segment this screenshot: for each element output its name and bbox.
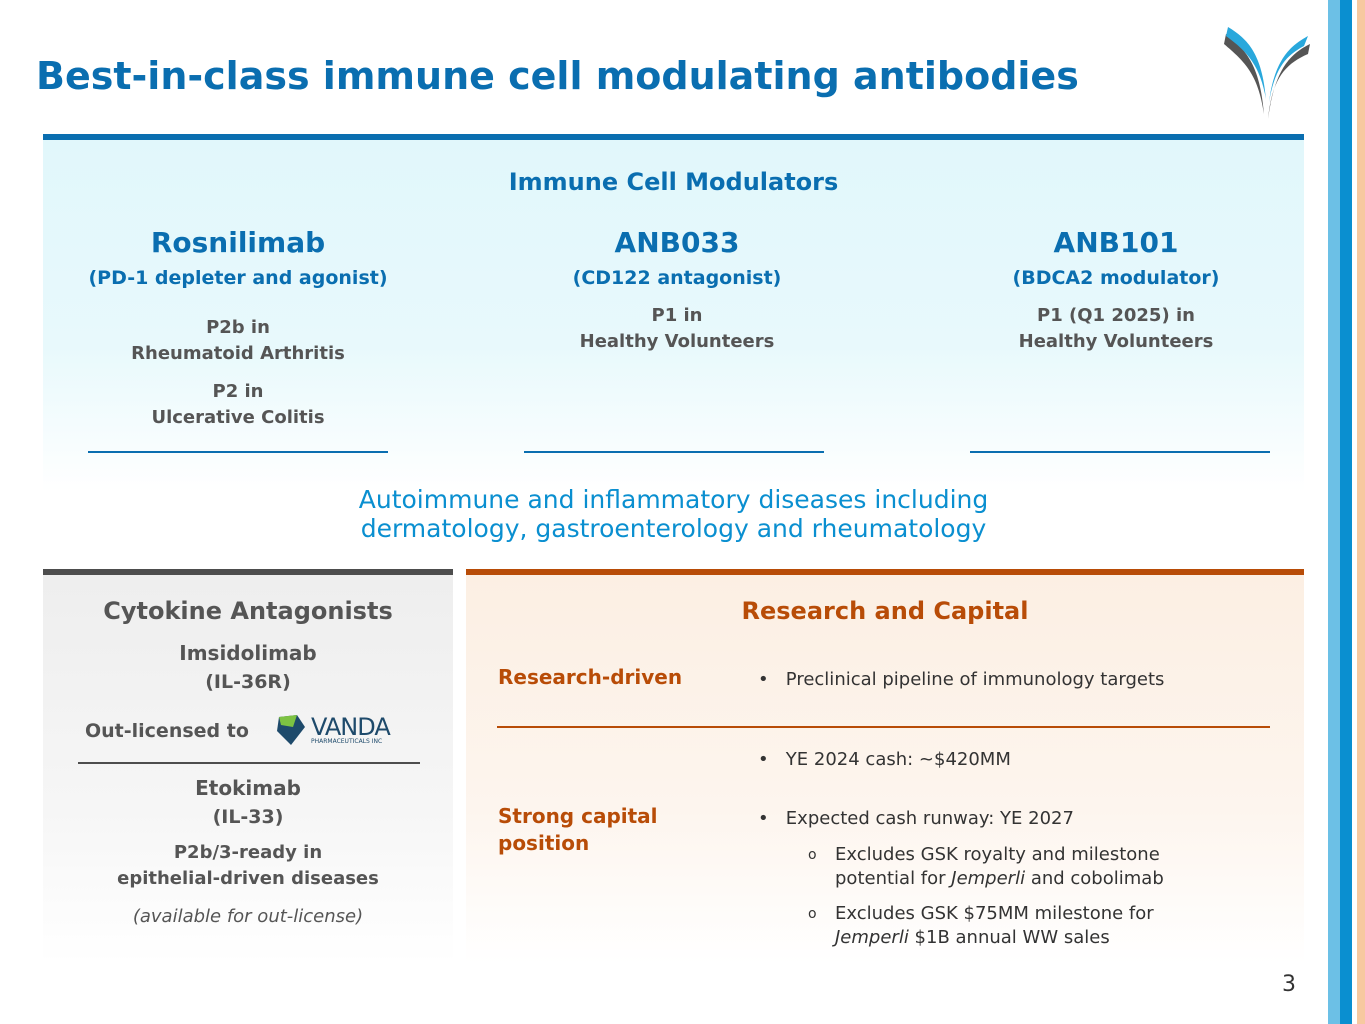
phase: P1 (Q1 2025) in <box>1037 305 1195 326</box>
bullet: • Preclinical pipeline of immunology tar… <box>758 669 1165 690</box>
drug-column-anb033: ANB033 (CD122 antagonist) P1 in Healthy V… <box>507 226 847 355</box>
phase: P2b in <box>206 317 270 338</box>
drug-target: (IL-33) <box>212 806 284 828</box>
therapeutic-areas: Autoimmune and inflammatory diseases inc… <box>43 485 1304 543</box>
research-capital-panel: Research and Capital <box>466 569 1304 964</box>
drug-name: Rosnilimab <box>150 226 326 259</box>
product-name: Jemperli <box>951 868 1026 889</box>
accent-stripe <box>1357 0 1365 1024</box>
bullet-text: Expected cash runway: YE 2027 <box>785 808 1074 829</box>
indication: epithelial-driven diseases <box>117 868 379 889</box>
bullet: • YE 2024 cash: ~$420MM <box>758 749 1011 770</box>
drug-target: (IL-36R) <box>205 671 291 693</box>
therapeutic-areas-line: dermatology, gastroenterology and rheuma… <box>360 514 987 543</box>
phase: P1 in <box>651 305 703 326</box>
therapeutic-areas-line: Autoimmune and inflammatory diseases inc… <box>358 485 989 514</box>
sub-bullet-text: potential for <box>835 868 952 889</box>
drug-name: Etokimab <box>195 776 301 800</box>
indication: Healthy Volunteers <box>1018 331 1214 352</box>
section-heading: Cytokine Antagonists <box>103 597 393 625</box>
sub-bullet-text: Excludes GSK royalty and milestone <box>835 844 1160 865</box>
drug-name: ANB101 <box>1053 226 1179 259</box>
phase: P2b/3-ready in <box>173 842 323 863</box>
etokimab-block: Etokimab (IL-33) P2b/3-ready in epithelia… <box>43 776 453 927</box>
row-label: Strong capital position <box>498 804 658 855</box>
vanda-wordmark: VANDA <box>311 712 391 741</box>
row-label: Research-driven <box>498 665 683 689</box>
page-title: Best-in-class immune cell modulating ant… <box>36 54 1079 98</box>
divider <box>88 451 388 453</box>
sub-bullet-text: and cobolimab <box>1025 868 1164 889</box>
drug-column-rosnilimab: Rosnilimab (PD-1 depleter and agonist) P… <box>68 226 408 431</box>
phase: P2 in <box>212 381 264 402</box>
drug-mechanism: (PD-1 depleter and agonist) <box>88 267 388 289</box>
sub-bullet-text: $1B annual WW sales <box>908 927 1110 948</box>
indication: Healthy Volunteers <box>579 331 775 352</box>
indication: Ulcerative Colitis <box>151 407 325 428</box>
vanda-logo-icon <box>277 715 305 745</box>
divider <box>970 451 1270 453</box>
accent-stripe <box>1340 0 1352 1024</box>
drug-mechanism: (BDCA2 modulator) <box>1012 267 1220 289</box>
immune-cell-modulators-panel: Immune Cell Modulators <box>43 134 1304 554</box>
indication: Rheumatoid Arthritis <box>131 343 345 364</box>
drug-name: Imsidolimab <box>179 641 317 665</box>
page-number: 3 <box>1282 972 1296 997</box>
cytokine-antagonists-panel: Cytokine Antagonists Imsidolimab (IL-36R… <box>43 569 453 964</box>
divider <box>524 451 824 453</box>
availability-note: (available for out-license) <box>132 906 364 927</box>
section-heading: Research and Capital <box>741 597 1029 625</box>
bullet: • Expected cash runway: YE 2027 <box>758 808 1074 829</box>
drug-column-anb101: ANB101 (BDCA2 modulator) P1 (Q1 2025) in… <box>946 226 1286 355</box>
divider <box>78 762 420 764</box>
section-heading: Immune Cell Modulators <box>508 168 839 196</box>
accent-stripe <box>1328 0 1340 1024</box>
vanda-subtext: PHARMACEUTICALS INC <box>311 737 383 745</box>
sub-bullet-text: Excludes GSK $75MM milestone for <box>835 903 1154 924</box>
divider <box>497 726 1270 728</box>
out-licensed-label: Out-licensed to <box>85 720 249 742</box>
product-name: Jemperli <box>835 927 909 948</box>
company-logo-icon <box>1224 27 1310 119</box>
drug-name: ANB033 <box>614 226 740 259</box>
drug-mechanism: (CD122 antagonist) <box>572 267 782 289</box>
bullet-text: Preclinical pipeline of immunology targe… <box>785 669 1165 690</box>
bullet-text: YE 2024 cash: ~$420MM <box>785 749 1011 770</box>
